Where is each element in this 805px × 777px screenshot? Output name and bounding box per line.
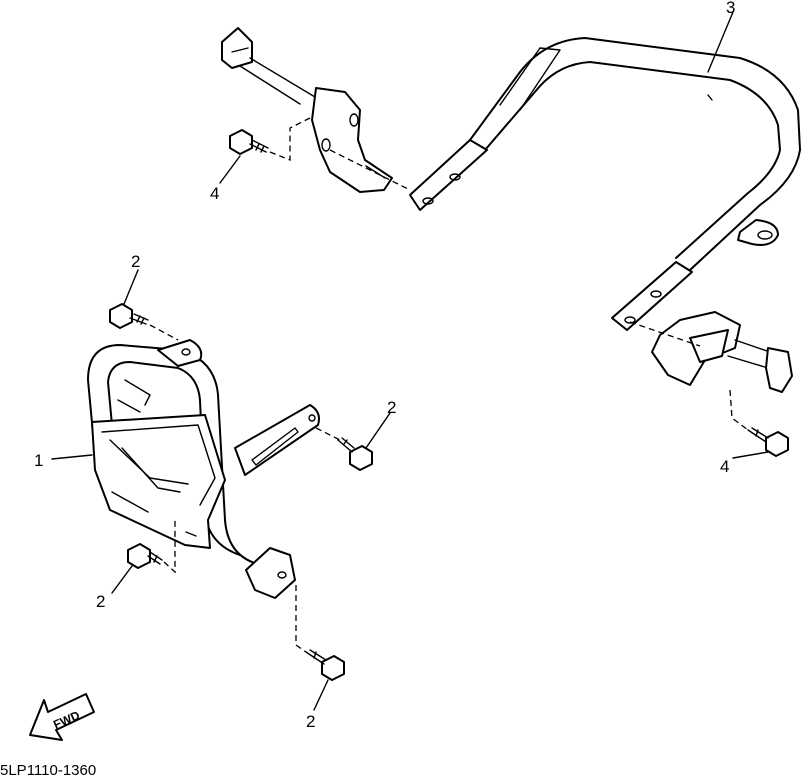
part-3-rear-bar (409, 37, 801, 331)
bolt-2-left (127, 518, 176, 574)
callout-2-upper: 2 (131, 252, 140, 271)
bolt-2-right (315, 427, 373, 471)
callout-2-left: 2 (96, 592, 105, 611)
callout-2-bottom: 2 (306, 712, 315, 731)
callout-labels: 1 2 2 2 2 3 4 4 (34, 0, 735, 731)
callout-1: 1 (34, 451, 43, 470)
bolt-2-bottom (295, 585, 345, 681)
fwd-arrow-icon: FWD (29, 693, 95, 741)
diagram-code: 5LP1110-1360 (0, 762, 96, 777)
callout-4-lower: 4 (720, 457, 729, 476)
bolt-4-upper (229, 117, 311, 161)
callout-4-upper: 4 (210, 184, 219, 203)
callout-3: 3 (726, 0, 735, 17)
bolt-2-upper (109, 303, 179, 341)
callout-2-right: 2 (387, 398, 396, 417)
bolt-4-lower (729, 389, 789, 457)
part-1-front-guard (87, 339, 320, 599)
lower-right-bracket (629, 311, 793, 393)
upper-left-bracket (221, 27, 411, 193)
leader-lines (51, 11, 769, 711)
